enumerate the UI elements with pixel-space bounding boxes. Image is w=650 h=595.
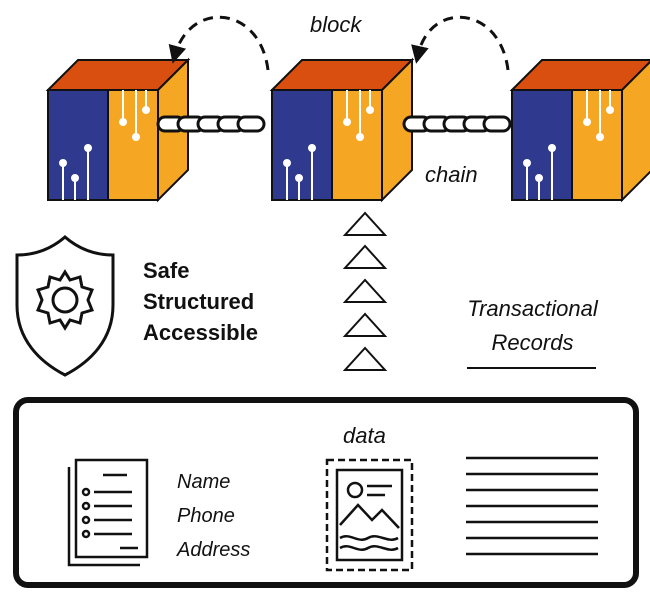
curved-arrow-left bbox=[168, 15, 270, 71]
field-phone: Phone bbox=[177, 505, 235, 527]
upward-triangles-icon bbox=[342, 211, 388, 371]
chain-link-right bbox=[402, 115, 512, 133]
transactional-records-label: Transactional Records bbox=[440, 292, 625, 360]
postage-stamp-icon bbox=[325, 458, 414, 572]
property-list: Safe Structured Accessible bbox=[143, 255, 258, 348]
property-structured: Structured bbox=[143, 289, 255, 314]
shield-gear-icon bbox=[15, 235, 115, 377]
transactional-line2: Records bbox=[491, 330, 574, 355]
block-cube-center bbox=[271, 59, 413, 201]
chain-link-left bbox=[156, 115, 266, 133]
transactional-line1: Transactional bbox=[467, 296, 598, 321]
chain-label: chain bbox=[425, 162, 478, 187]
field-address: Address bbox=[177, 539, 251, 561]
property-safe: Safe bbox=[143, 258, 190, 283]
field-list: Name Phone Address bbox=[177, 465, 250, 567]
data-label: data bbox=[343, 423, 386, 448]
block-cube-right bbox=[511, 59, 650, 201]
curved-arrow-right bbox=[411, 15, 510, 71]
block-label: block bbox=[310, 12, 362, 37]
field-name: Name bbox=[177, 471, 231, 493]
text-lines-icon bbox=[466, 456, 598, 556]
property-accessible: Accessible bbox=[143, 320, 258, 345]
document-list-icon bbox=[67, 458, 149, 567]
